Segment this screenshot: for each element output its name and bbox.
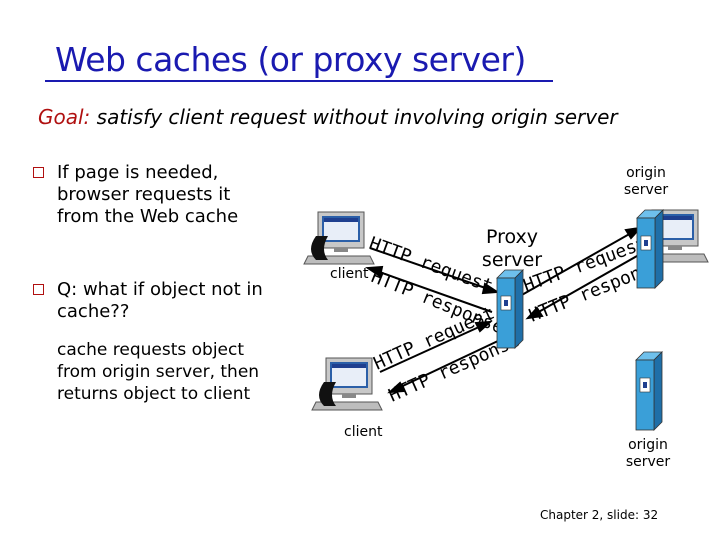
- response-arrow: [367, 267, 493, 313]
- client-computer-icon: [311, 357, 383, 411]
- arrowhead: [525, 306, 544, 320]
- title-underline: [45, 80, 553, 82]
- client-label-bottom: client: [344, 424, 383, 440]
- label-line: server: [481, 249, 543, 271]
- label-line: Proxy: [485, 226, 539, 248]
- response-arrow: [527, 251, 645, 319]
- arrowhead: [365, 265, 384, 278]
- bullet-1: If page is needed, browser requests it f…: [57, 162, 238, 228]
- bullet-icon: [33, 167, 44, 178]
- request-arrow: [519, 227, 641, 297]
- origin-server-label-bottom: origin server: [613, 437, 683, 471]
- response-arrow: [389, 339, 501, 393]
- bullet-2: Q: what if object not in cache??: [57, 279, 263, 323]
- arrowhead: [624, 226, 643, 240]
- origin-server-label-top: origin server: [611, 165, 681, 199]
- bullet-1-line: from the Web cache: [57, 206, 239, 227]
- slide-footer: Chapter 2, slide: 32: [540, 508, 659, 522]
- arrows: [365, 226, 645, 394]
- bullet-1-line: If page is needed,: [57, 162, 219, 183]
- arrowhead: [481, 282, 500, 295]
- label-line: server: [625, 454, 671, 470]
- goal-line: Goal: satisfy client request without inv…: [38, 105, 618, 129]
- request-arrow: [369, 247, 498, 293]
- label-line: origin: [628, 437, 668, 453]
- client-label-top: client: [330, 266, 369, 282]
- bullet-icon: [33, 284, 44, 295]
- sub-line: cache requests object: [57, 340, 245, 360]
- arrowhead: [474, 320, 493, 333]
- sub-paragraph: cache requests object from origin server…: [57, 339, 259, 405]
- origin-server-icon: [635, 351, 663, 431]
- proxy-server-icon: [496, 269, 524, 349]
- label-line: server: [623, 182, 669, 198]
- slide-title: Web caches (or proxy server): [55, 40, 526, 79]
- origin-server-icon: [636, 209, 664, 289]
- request-arrow: [379, 321, 491, 373]
- client-computer-icon: [303, 211, 375, 265]
- bullet-2-line: Q: what if object not in: [57, 279, 263, 300]
- label-line: origin: [626, 165, 666, 181]
- goal-text: satisfy client request without involving…: [96, 105, 618, 129]
- arrowhead: [387, 381, 406, 394]
- bullet-2-line: cache??: [57, 301, 130, 322]
- proxy-server-label: Proxy server: [472, 226, 552, 272]
- goal-label: Goal:: [38, 105, 91, 129]
- sub-line: from origin server, then: [57, 362, 260, 382]
- bullet-1-line: browser requests it: [57, 184, 231, 205]
- sub-line: returns object to client: [57, 384, 251, 404]
